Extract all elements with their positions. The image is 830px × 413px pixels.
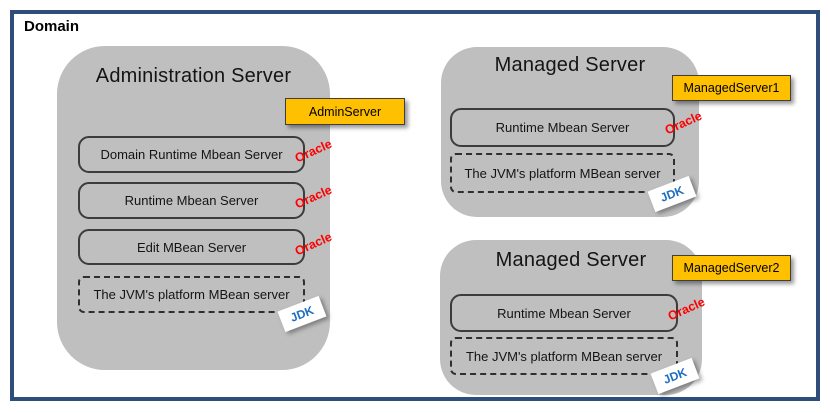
server-title-administration: Administration Server — [95, 65, 292, 87]
oracle-badge: Oracle — [662, 108, 705, 138]
server-title-managed-1: Managed Server — [494, 54, 646, 76]
mbean-box-jvm-platform: The JVM's platform MBean server JDK — [450, 153, 697, 213]
mbean-box-runtime: Runtime Mbean Server Oracle — [450, 294, 707, 332]
mbean-box-label: Edit MBean Server — [136, 239, 247, 255]
mbean-box-domain-runtime: Domain Runtime Mbean Server Oracle — [78, 136, 334, 173]
mbean-box-label: Runtime Mbean Server — [124, 193, 259, 208]
server-tag-managedserver2: ManagedServer2 — [672, 255, 791, 281]
oracle-badge: Oracle — [292, 136, 335, 166]
mbean-box-jvm-platform: The JVM's platform MBean server JDK — [78, 276, 327, 333]
oracle-badge: Oracle — [665, 294, 708, 324]
mbean-box-jvm-platform: The JVM's platform MBean server JDK — [450, 337, 700, 395]
domain-label: Domain — [24, 18, 80, 35]
server-title-managed-2: Managed Server — [495, 249, 647, 271]
mbean-box-label: Runtime Mbean Server — [495, 120, 630, 135]
mbean-box-label: The JVM's platform MBean server — [464, 165, 661, 181]
mbean-box-runtime: Runtime Mbean Server Oracle — [450, 108, 704, 147]
mbean-box-label: The JVM's platform MBean server — [465, 348, 663, 364]
mbean-box-label: Runtime Mbean Server — [497, 305, 631, 321]
server-group-administration: Administration Server Domain Runtime Mbe… — [57, 46, 334, 370]
oracle-badge: Oracle — [292, 182, 335, 212]
oracle-badge: Oracle — [292, 229, 335, 259]
mbean-box-runtime: Runtime Mbean Server Oracle — [78, 182, 334, 219]
server-tag-managedserver1: ManagedServer1 — [672, 75, 791, 101]
server-tag-adminserver: AdminServer — [285, 98, 405, 125]
server-group-managed-2: Managed Server Runtime Mbean Server Orac… — [440, 240, 707, 395]
mbean-box-edit: Edit MBean Server Oracle — [78, 229, 334, 265]
mbean-box-label: The JVM's platform MBean server — [93, 287, 290, 302]
mbean-box-label: Domain Runtime Mbean Server — [100, 147, 283, 162]
server-group-managed-1: Managed Server Runtime Mbean Server Orac… — [441, 47, 704, 217]
